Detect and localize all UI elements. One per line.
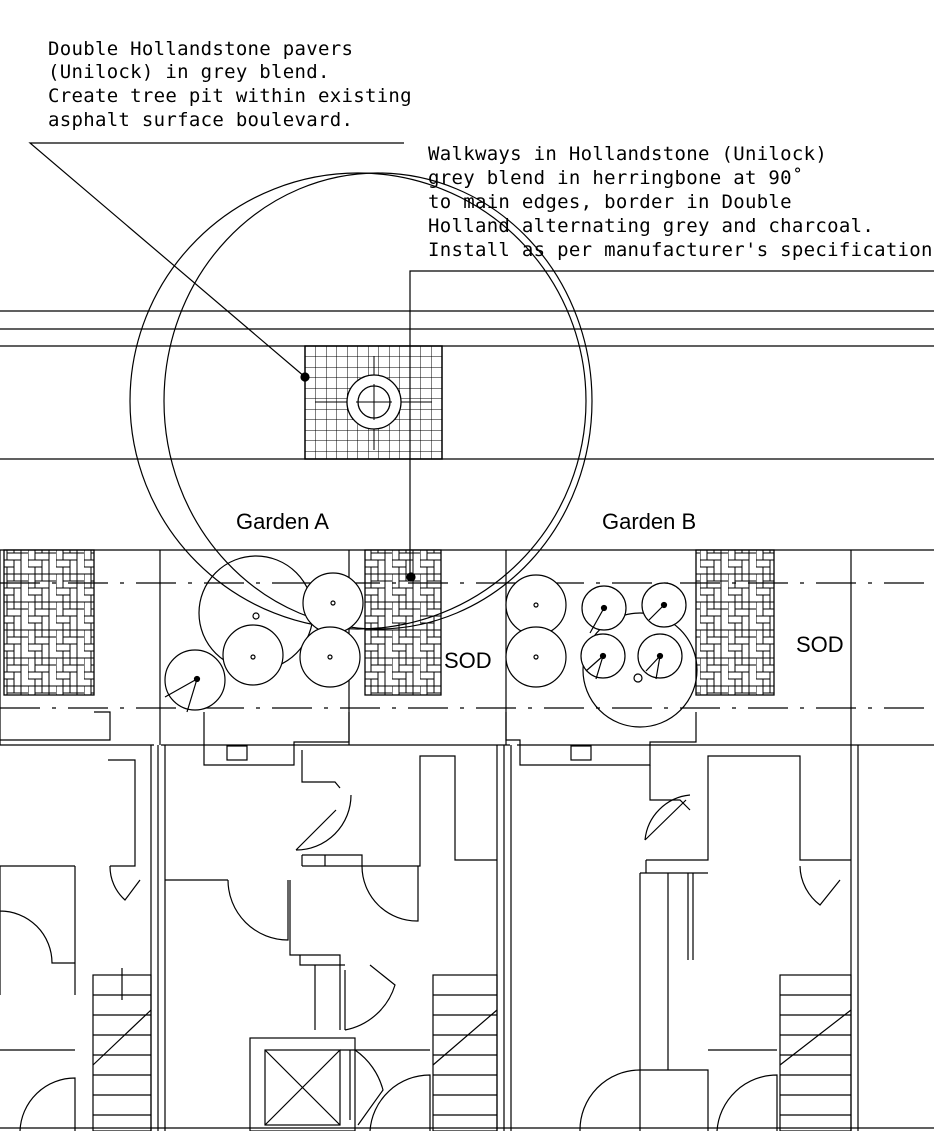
note-pavers-line-2: (Unilock) in grey blend.: [48, 61, 330, 83]
note-walkways-line-3: to main edges, border in Double: [428, 191, 792, 213]
note-pavers-line-3: Create tree pit within existing: [48, 85, 412, 107]
note-pavers-line-4: asphalt surface boulevard.: [48, 109, 353, 131]
tree-pit: [304, 345, 443, 460]
garden-b-shrubs: [505, 574, 698, 728]
sod-label-a: SOD: [444, 648, 492, 673]
note-pavers: Double Hollandstone pavers (Unilock) in …: [48, 38, 412, 131]
note-walkways-line-1: Walkways in Hollandstone (Unilock): [428, 143, 827, 165]
street-lines: [0, 310, 934, 551]
leader-lines: [28, 142, 934, 582]
note-walkways-line-2: grey blend in herringbone at 90˚: [428, 167, 804, 189]
garden-b-label: Garden B: [602, 509, 696, 534]
stair-unit-a: [0, 968, 152, 1131]
stair-unit-c: [579, 974, 852, 1131]
garden-a-label: Garden A: [236, 509, 329, 534]
elevator-shaft: [249, 1037, 356, 1131]
sod-label-b: SOD: [796, 632, 844, 657]
note-walkways: Walkways in Hollandstone (Unilock) grey …: [428, 143, 934, 261]
stair-unit-b: [340, 974, 498, 1131]
note-pavers-line-1: Double Hollandstone pavers: [48, 38, 353, 60]
garden-a-shrubs: [164, 555, 364, 713]
walkway-pavers: [3, 549, 775, 696]
note-walkways-line-4: Holland alternating grey and charcoal.: [428, 215, 874, 237]
note-walkways-line-5: Install as per manufacturer's specificat…: [428, 239, 934, 261]
building-floor-plans: [0, 711, 934, 1131]
